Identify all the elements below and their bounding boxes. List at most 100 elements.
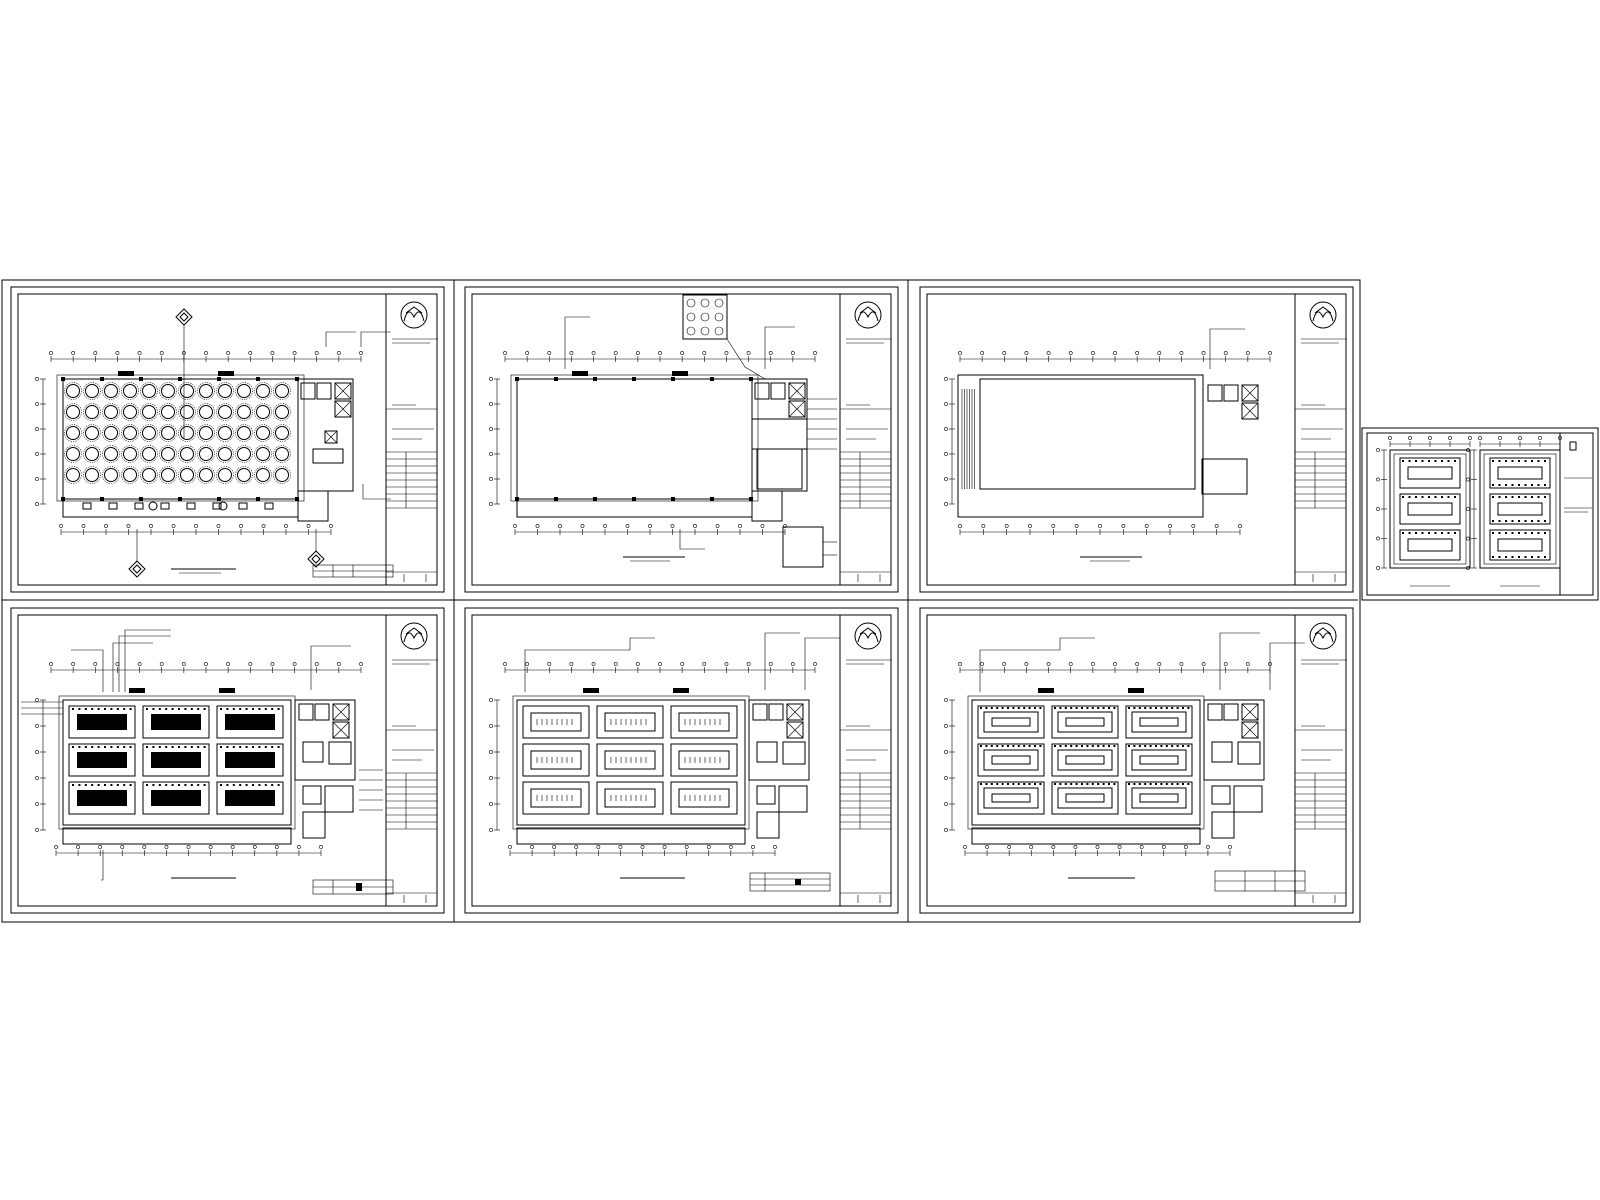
downlight [104, 784, 106, 786]
downlight [1441, 460, 1443, 462]
callout-leader [726, 338, 766, 380]
downlight [91, 784, 94, 786]
callout-leader [360, 331, 391, 347]
grid-bubble [525, 662, 530, 666]
grid-bubble [104, 524, 108, 528]
grid-bubble [702, 351, 707, 355]
downlight [1007, 707, 1009, 709]
grid-bubble [1245, 351, 1250, 355]
downlight [1023, 783, 1026, 785]
downlight [1034, 783, 1036, 785]
ceiling-coffer [216, 781, 284, 815]
grid-bubble [768, 662, 773, 666]
ceiling-coffer [1399, 493, 1461, 525]
legend-table [749, 872, 831, 892]
downlight [1160, 783, 1163, 785]
downlight [152, 708, 155, 710]
downlight [1012, 745, 1015, 747]
stair-ceiling [1211, 811, 1235, 839]
grid-bubble [489, 502, 493, 506]
ceiling-recess [1497, 502, 1543, 516]
grid-bubble [1376, 566, 1380, 570]
downlight [190, 708, 193, 710]
round-side-table [148, 501, 158, 511]
grid-bubble [35, 377, 39, 381]
downlight [1102, 745, 1105, 747]
downlight [1138, 745, 1141, 747]
chairs-ring [121, 445, 139, 463]
grid-bubble [944, 477, 948, 481]
grid-bubble [944, 452, 948, 456]
grid-bubble [1498, 436, 1502, 440]
ceiling-coffer [142, 743, 210, 777]
downlight [1012, 783, 1015, 785]
grid-bubble [508, 845, 512, 849]
downlight [1511, 556, 1514, 558]
inner-border [17, 293, 438, 586]
chairs-ring [178, 403, 196, 421]
vent-grille [673, 688, 689, 693]
grid-bubble [35, 698, 39, 702]
downlight [203, 784, 206, 786]
grid-bubble [635, 662, 640, 666]
round-banquet-table [256, 405, 270, 419]
ceiling-recess [604, 788, 656, 808]
ceiling-light-panel [151, 752, 201, 768]
grid-bubble [1558, 436, 1562, 440]
downlight [1007, 745, 1009, 747]
chairs-ring [64, 403, 82, 421]
pre-function-corridor [516, 498, 753, 518]
ceiling-coffer [1489, 457, 1551, 489]
chairs-ring [121, 403, 139, 421]
chairs-ring [83, 382, 101, 400]
grid-bubble [81, 524, 86, 528]
downlight [1034, 707, 1036, 709]
downlight [1421, 496, 1424, 498]
downlight [1012, 707, 1015, 709]
column [61, 377, 65, 381]
grid-bubble [252, 845, 257, 849]
tile-grid-area [1233, 785, 1263, 813]
round-banquet-table [199, 405, 213, 419]
round-banquet-table [142, 426, 156, 440]
downlight [1505, 496, 1507, 498]
round-banquet-table [180, 468, 194, 482]
ceiling-recess [1407, 466, 1453, 480]
grid-bubble [35, 402, 39, 406]
downlight [264, 746, 267, 748]
tile-grid-area [778, 785, 808, 813]
downlight [1408, 460, 1411, 462]
downlight [1171, 707, 1174, 709]
elevator-shaft [1241, 721, 1259, 739]
grid-bubble [489, 698, 493, 702]
grid-bubble [1376, 477, 1380, 482]
chairs-ring [197, 466, 215, 484]
chandelier [1065, 793, 1105, 803]
grid-bubble [944, 377, 948, 381]
grid-bubble [35, 802, 39, 806]
callout-leader [764, 326, 795, 369]
column [217, 377, 221, 381]
grid-bubble [489, 750, 493, 754]
grid-bubble [1466, 507, 1470, 511]
downlight [1059, 707, 1062, 709]
grid-bubble [944, 698, 948, 702]
round-banquet-table [199, 384, 213, 398]
downlight [1505, 556, 1507, 558]
downlight [123, 784, 126, 786]
grid-bubble [1466, 477, 1470, 482]
downlight [1001, 745, 1004, 747]
downlight [980, 745, 982, 747]
downlight [190, 784, 193, 786]
downlight [277, 746, 280, 748]
downlight [129, 708, 132, 710]
round-banquet-table [85, 447, 99, 461]
lift-lobby-ceiling [302, 785, 322, 805]
round-banquet-table [123, 468, 137, 482]
chairs-ring [140, 403, 158, 421]
downlight [996, 707, 999, 709]
chairs-ring [235, 424, 253, 442]
sheet-border [464, 286, 899, 593]
restroom [770, 382, 786, 400]
